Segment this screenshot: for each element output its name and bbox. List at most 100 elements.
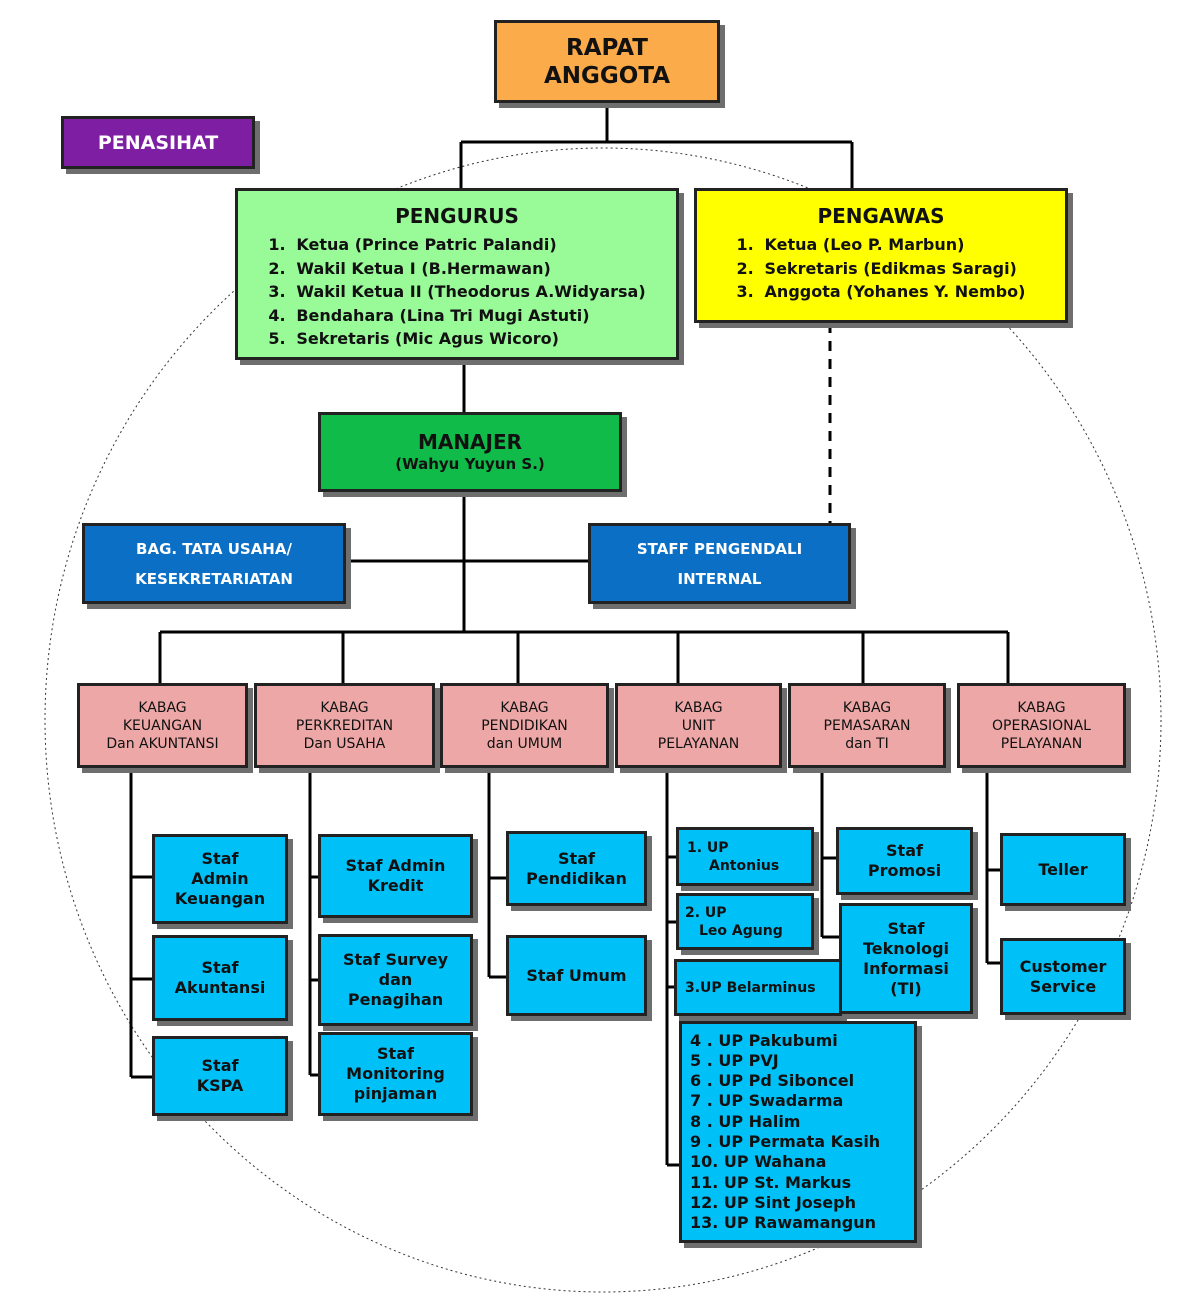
staf-pendidikan-box: Staf Pendidikan (506, 831, 647, 906)
staf-line: dan (378, 970, 413, 989)
staf-admin-keuangan-box: Staf Admin Keuangan (152, 834, 288, 924)
pengurus-list: 1.Ketua (Prince Patric Palandi) 2.Wakil … (268, 233, 645, 351)
pengawas-list: 1.Ketua (Leo P. Marbun) 2.Sekretaris (Ed… (737, 233, 1026, 304)
kabag-line: Dan AKUNTANSI (106, 735, 219, 752)
customer-service-box: Customer Service (1000, 938, 1126, 1015)
staf-monitoring-pinjaman-box: Staf Monitoring pinjaman (318, 1032, 473, 1116)
staf-line: Teller (1038, 859, 1088, 879)
staf-line: Promosi (867, 861, 942, 880)
staf-line: Monitoring (346, 1064, 445, 1083)
rapat-line1: RAPAT (566, 34, 648, 61)
up-item: 11. UP St. Markus (690, 1172, 852, 1192)
kabag-operasional-box: KABAG OPERASIONAL PELAYANAN (957, 683, 1126, 768)
up-item: 13. UP Rawamangun (690, 1213, 876, 1233)
pengurus-item: 1.Ketua (Prince Patric Palandi) (268, 235, 557, 254)
pengurus-item: 2.Wakil Ketua I (B.Hermawan) (268, 258, 551, 278)
kabag-line: KEUANGAN (122, 717, 203, 734)
penasihat-box: PENASIHAT (61, 116, 255, 169)
teller-box: Teller (1000, 833, 1126, 906)
up-item: 8 . UP Halim (690, 1111, 801, 1131)
staf-kspa-box: Staf KSPA (152, 1036, 288, 1116)
up-list-box: 4 . UP Pakubumi 5 . UP PVJ 6 . UP Pd Sib… (679, 1021, 917, 1243)
staf-line: Pendidikan (526, 868, 627, 888)
pengurus-box: PENGURUS 1.Ketua (Prince Patric Palandi)… (235, 188, 679, 360)
pengawas-box: PENGAWAS 1.Ketua (Leo P. Marbun) 2.Sekre… (694, 188, 1068, 323)
staf-line: Service (1029, 976, 1097, 996)
kabag-keuangan-box: KABAG KEUANGAN Dan AKUNTANSI (77, 683, 248, 768)
staf-survey-penagihan-box: Staf Survey dan Penagihan (318, 934, 473, 1026)
staf-line: Admin (191, 869, 249, 888)
staf-line: Staf (201, 1056, 239, 1075)
staf-line: pinjaman (353, 1084, 438, 1103)
staf-line: Staf (887, 918, 925, 938)
staf-line: Akuntansi (174, 978, 266, 997)
up-antonius-box: 1. UP Antonius (676, 827, 814, 886)
staf-line: Staf (886, 841, 923, 860)
kabag-line: UNIT (681, 717, 716, 734)
kabag-line: dan UMUM (486, 735, 563, 752)
staf-promosi-box: Staf Promosi (836, 827, 973, 895)
up-item: 12. UP Sint Joseph (690, 1192, 856, 1212)
kabag-line: KABAG (1017, 699, 1066, 716)
kabag-pendidikan-box: KABAG PENDIDIKAN dan UMUM (440, 683, 609, 768)
staf-teknologi-informasi-box: Staf Teknologi Informasi (TI) (839, 903, 973, 1014)
kabag-line: dan TI (845, 735, 889, 752)
penasihat-label: PENASIHAT (97, 131, 219, 154)
staff-pengendali-internal-box: STAFF PENGENDALI INTERNAL (588, 523, 851, 604)
manajer-name: (Wahyu Yuyun S.) (395, 455, 545, 473)
staf-line: Staf Survey (342, 950, 448, 969)
up-item: 9 . UP Permata Kasih (690, 1132, 881, 1151)
up-item: 10. UP Wahana (690, 1152, 827, 1172)
kabag-line: PELAYANAN (1000, 735, 1083, 752)
up-line: Antonius (709, 857, 780, 874)
staf-line: (TI) (890, 978, 922, 998)
up-item: 6 . UP Pd Siboncel (690, 1071, 855, 1091)
kabag-unit-pelayanan-box: KABAG UNIT PELAYANAN (615, 683, 782, 768)
kabag-line: KABAG (842, 699, 892, 716)
spi-line1: STAFF PENGENDALI (636, 539, 803, 558)
kabag-line: KABAG (674, 699, 723, 716)
kabag-line: PERKREDITAN (295, 717, 394, 734)
tata-usaha-line2: KESEKRETARIATAN (135, 569, 293, 588)
pengawas-item: 1.Ketua (Leo P. Marbun) (736, 235, 965, 254)
up-line: 2. UP (685, 904, 727, 921)
kabag-line: KABAG (138, 699, 187, 716)
kabag-line: PEMASARAN (823, 717, 911, 734)
up-list: 4 . UP Pakubumi 5 . UP PVJ 6 . UP Pd Sib… (690, 1031, 880, 1234)
spi-line2: INTERNAL (677, 569, 762, 588)
staf-umum-box: Staf Umum (506, 935, 647, 1016)
tata-usaha-box: BAG. TATA USAHA/ KESEKRETARIATAN (82, 523, 346, 604)
staf-line: KSPA (196, 1076, 244, 1095)
up-item: 4 . UP Pakubumi (690, 1030, 838, 1050)
dotted-boundary-circle (44, 147, 1162, 1293)
staf-line: Staf (377, 1044, 414, 1063)
up-leo-agung-box: 2. UP Leo Agung (676, 893, 814, 950)
manajer-box: MANAJER (Wahyu Yuyun S.) (318, 412, 622, 492)
pengurus-item: 3.Wakil Ketua II (Theodorus A.Widyarsa) (268, 282, 646, 301)
up-item: 7 . UP Swadarma (690, 1091, 844, 1111)
pengawas-item: 3.Anggota (Yohanes Y. Nembo) (736, 282, 1026, 301)
pengurus-title: PENGURUS (395, 204, 519, 228)
staf-line: Kredit (367, 876, 424, 895)
pengawas-item: 2.Sekretaris (Edikmas Saragi) (736, 258, 1017, 278)
kabag-perkreditan-box: KABAG PERKREDITAN Dan USAHA (254, 683, 435, 768)
staf-line: Informasi (863, 958, 949, 978)
kabag-line: OPERASIONAL (992, 717, 1091, 734)
rapat-anggota-box: RAPAT ANGGOTA (494, 20, 720, 103)
rapat-line2: ANGGOTA (543, 62, 671, 89)
staf-akuntansi-box: Staf Akuntansi (152, 935, 288, 1021)
up-line: Leo Agung (699, 922, 783, 939)
up-item: 5 . UP PVJ (690, 1050, 779, 1070)
kabag-line: KABAG (320, 699, 369, 716)
kabag-line: Dan USAHA (303, 735, 386, 752)
manajer-title: MANAJER (417, 430, 523, 454)
staf-line: Staf Umum (526, 965, 627, 985)
pengurus-item: 5.Sekretaris (Mic Agus Wicoro) (268, 329, 559, 348)
up-line: 3.UP Belarminus (685, 979, 816, 996)
staf-line: Keuangan (174, 889, 266, 908)
kabag-line: KABAG (500, 699, 549, 716)
staf-line: Staf (201, 849, 239, 868)
staf-admin-kredit-box: Staf Admin Kredit (318, 834, 473, 918)
staf-line: Customer (1019, 956, 1107, 976)
